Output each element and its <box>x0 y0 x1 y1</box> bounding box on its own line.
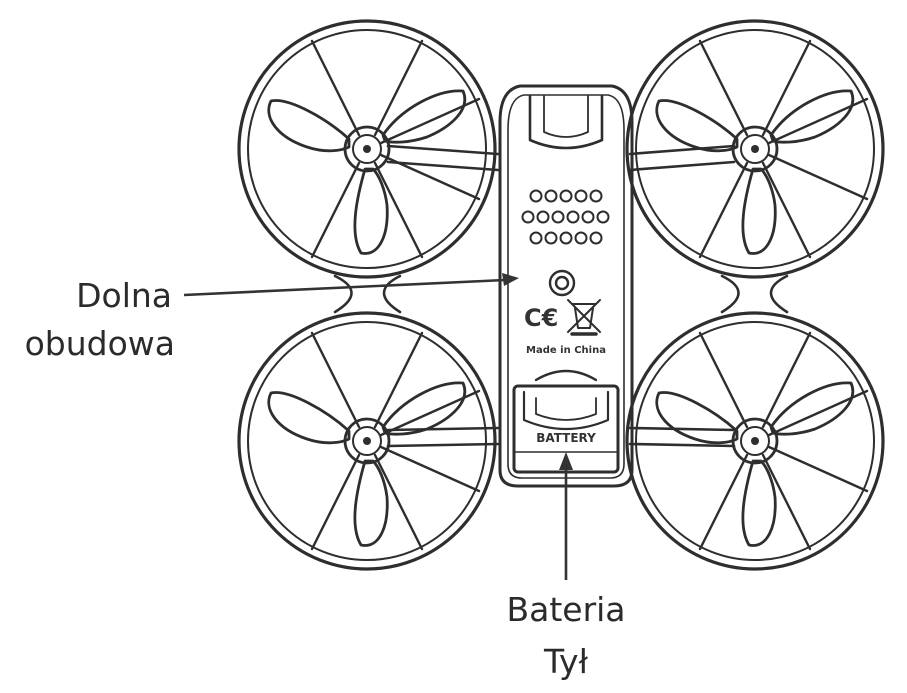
drone-body <box>498 84 634 488</box>
battery-tag: BATTERY <box>536 431 596 445</box>
screw-icon <box>548 269 576 297</box>
callout-bottom-shell-line <box>183 273 519 297</box>
callout-battery-line <box>559 452 573 580</box>
vent-holes <box>521 189 610 245</box>
propeller-front-right <box>625 19 885 279</box>
label-bottom-shell-line1: Dolna <box>76 276 172 315</box>
arms <box>386 144 736 448</box>
label-bottom-shell-line2: obudowa <box>25 324 175 363</box>
ce-mark: C€ <box>524 304 558 332</box>
made-in-label: Made in China <box>526 345 606 356</box>
label-view-rear: Tył <box>543 642 589 681</box>
frame-connectors <box>333 274 789 314</box>
label-battery: Bateria <box>506 590 625 629</box>
propeller-rear-right <box>625 311 885 571</box>
weee-bin-icon <box>567 299 601 336</box>
propeller-rear-left <box>237 311 497 571</box>
propeller-front-left <box>237 19 497 279</box>
